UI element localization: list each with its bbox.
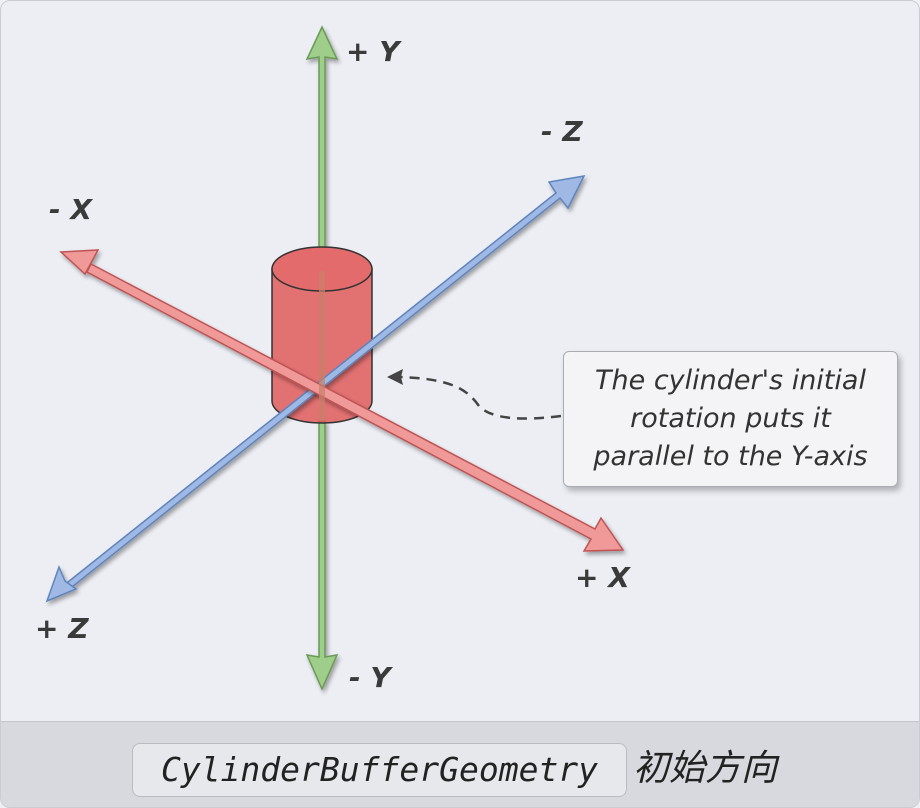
- y-axis-positive-arrow: [305, 25, 339, 272]
- callout-line-2: rotation puts it: [630, 403, 831, 434]
- y-axis-inner-segment: [319, 271, 325, 421]
- callout-line-3: parallel to the Y-axis: [593, 441, 868, 472]
- callout-line-1: The cylinder's initial: [595, 365, 866, 396]
- y-axis: [305, 25, 339, 691]
- label-plus-x: + X: [575, 561, 631, 594]
- callout-pointer: [387, 369, 562, 420]
- z-axis-positive-arrow: [45, 564, 78, 603]
- caption-code: CylinderBufferGeometry: [132, 743, 627, 797]
- label-minus-y: - Y: [349, 661, 393, 694]
- caption-text: 初始方向: [633, 748, 778, 789]
- x-axis-line: [86, 262, 625, 552]
- label-minus-x: - X: [49, 193, 93, 226]
- label-minus-z: - Z: [541, 115, 583, 148]
- label-plus-y: + Y: [346, 35, 402, 68]
- x-axis: [59, 249, 625, 552]
- label-plus-z: + Z: [35, 612, 89, 645]
- x-axis-negative-arrow: [59, 249, 100, 276]
- cylinder: [271, 246, 373, 424]
- y-axis-negative-arrow: [305, 420, 339, 691]
- axes-diagram: + Y - Y + X - X + Z - Z: [35, 25, 631, 694]
- callout-box: The cylinder's initial rotation puts it …: [563, 351, 898, 487]
